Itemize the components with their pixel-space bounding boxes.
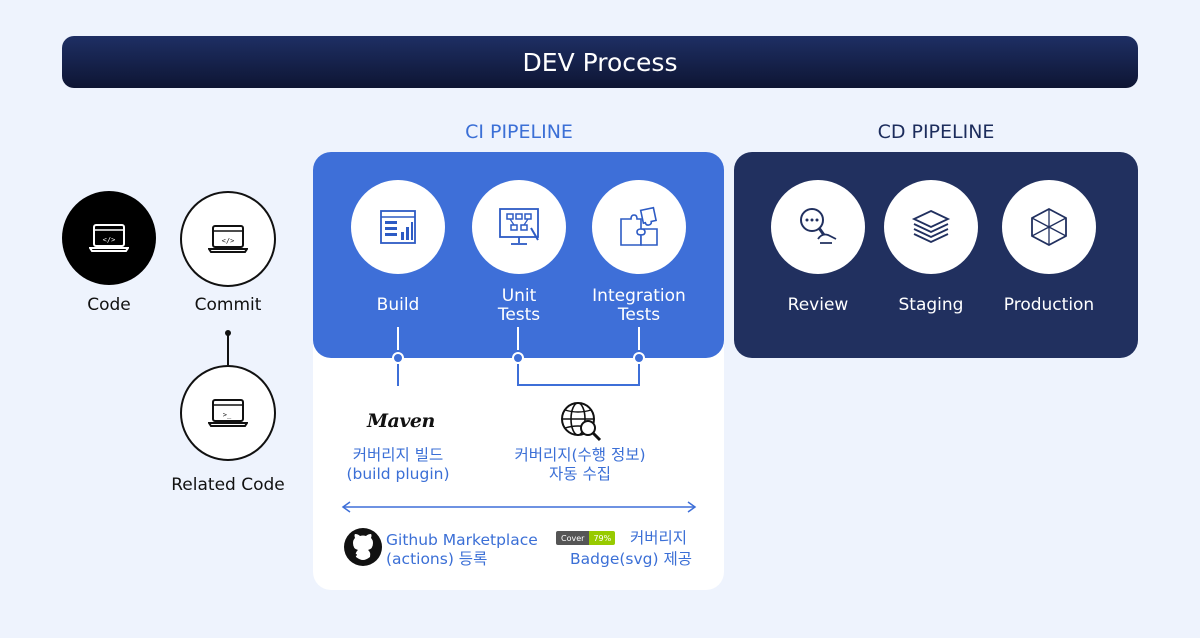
flowchart-monitor-icon: [499, 208, 539, 245]
cd-pipeline-title: CD PIPELINE: [877, 121, 995, 143]
unit-connector-top: [517, 327, 519, 350]
ci-pipeline-title: CI PIPELINE: [465, 121, 573, 143]
test-desc-1: 커버리지(수행 정보): [514, 446, 646, 464]
review-label: Review: [787, 295, 849, 315]
build-connector-bottom: [397, 364, 399, 386]
build-desc-2: (build plugin): [346, 465, 450, 483]
integration-tests-stage: [592, 180, 686, 274]
test-desc-2: 자동 수집: [549, 465, 611, 483]
github-desc-2: (actions) 등록: [386, 550, 488, 568]
build-stage: [351, 180, 445, 274]
production-stage: [1002, 180, 1096, 274]
github-desc-1: Github Marketplace: [386, 531, 538, 549]
code-label: Code: [87, 295, 131, 315]
code-node: </>: [62, 191, 156, 285]
unit-node: [512, 352, 524, 364]
related-code-node: >_: [180, 365, 276, 461]
staging-stage: [884, 180, 978, 274]
badge-label: Cover: [556, 531, 590, 545]
tests-bracket: [517, 364, 640, 386]
integration-connector-top: [638, 327, 640, 350]
maven-logo: Maven: [367, 410, 435, 432]
connector-line: [227, 333, 229, 365]
laptop-terminal-icon: >_: [208, 399, 248, 427]
unit-tests-label: Unit Tests: [497, 286, 541, 325]
page-title: DEV Process: [522, 47, 678, 77]
page-title-banner: DEV Process: [62, 36, 1138, 88]
coverage-badge: Cover 79%: [556, 531, 616, 545]
build-node: [392, 352, 404, 364]
magnifier-hand-icon: [800, 208, 837, 244]
badge-desc-1: 커버리지: [630, 529, 688, 547]
layers-icon: [911, 210, 951, 243]
laptop-code-icon: </>: [89, 224, 129, 252]
badge-desc-2: Badge(svg) 제공: [570, 550, 692, 568]
build-connector-top: [397, 327, 399, 350]
double-arrow: [341, 501, 697, 513]
globe-search-icon: [561, 402, 602, 442]
github-icon: [344, 528, 382, 566]
integration-node: [633, 352, 645, 364]
related-code-label: Related Code: [171, 475, 285, 495]
cube-icon: [1031, 207, 1067, 247]
badge-value: 79%: [589, 531, 616, 545]
commit-node: </>: [180, 191, 276, 287]
svg-text:</>: </>: [103, 236, 116, 244]
integration-tests-label: Integration Tests: [592, 286, 686, 325]
puzzle-icon: [620, 206, 658, 246]
build-label: Build: [376, 295, 420, 315]
unit-tests-stage: [472, 180, 566, 274]
production-label: Production: [1003, 295, 1095, 315]
commit-label: Commit: [194, 295, 262, 315]
laptop-commit-icon: </>: [208, 225, 248, 253]
svg-text:</>: </>: [222, 237, 235, 245]
staging-label: Staging: [898, 295, 964, 315]
svg-text:>_: >_: [223, 411, 232, 419]
review-stage: [771, 180, 865, 274]
build-desc-1: 커버리지 빌드: [352, 446, 444, 464]
dashboard-chart-icon: [380, 210, 416, 244]
